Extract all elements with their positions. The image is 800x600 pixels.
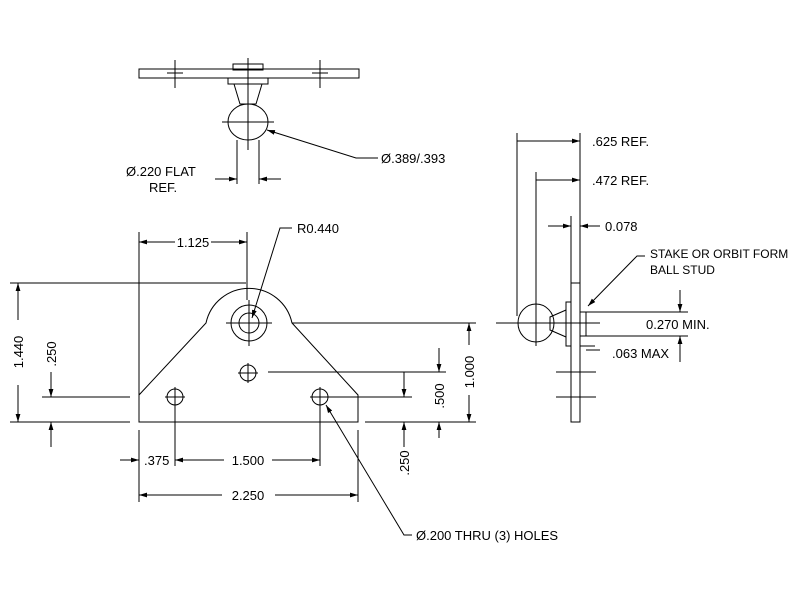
dim-radius: R0.440 <box>297 221 339 236</box>
holes-leader <box>325 404 412 536</box>
flat-dia-ref: REF. <box>149 180 177 195</box>
dim-250-right: .250 <box>397 450 412 475</box>
dim-472: .472 REF. <box>592 173 649 188</box>
ball-dia-leader <box>266 129 378 159</box>
bracket-outline <box>138 287 359 423</box>
radius-leader <box>251 227 292 319</box>
holes-note: Ø.200 THRU (3) HOLES <box>416 528 558 543</box>
dim-1440: 1.440 <box>11 336 26 369</box>
dim-078: 0.078 <box>605 219 638 234</box>
note-line1: STAKE OR ORBIT FORM <box>650 247 788 261</box>
dim-1125: 1.125 <box>177 235 210 250</box>
dim-1500: 1.500 <box>232 453 265 468</box>
dim-375: .375 <box>144 453 169 468</box>
note-line2: BALL STUD <box>650 263 715 277</box>
dim-270: 0.270 MIN. <box>646 317 710 332</box>
dim-1000: 1.000 <box>462 356 477 389</box>
dim-063: .063 MAX <box>612 346 669 361</box>
dim-500: .500 <box>432 383 447 408</box>
side-plate <box>570 282 581 423</box>
top-view: Ø.220 FLAT REF. Ø.389/.393 <box>126 58 445 195</box>
ball-dia-label: Ø.389/.393 <box>381 151 445 166</box>
side-collar <box>565 301 572 347</box>
note-leader <box>587 255 645 307</box>
front-view: 1.125 R0.440 1.440 .250 1.000 .500 .25 <box>10 221 558 543</box>
flat-dia-label: Ø.220 FLAT <box>126 164 196 179</box>
dim-2250: 2.250 <box>232 488 265 503</box>
side-view: .625 REF. .472 REF. 0.078 STAKE OR ORBIT… <box>496 133 788 423</box>
dim-250-left: .250 <box>44 341 59 366</box>
dim-625: .625 REF. <box>592 134 649 149</box>
